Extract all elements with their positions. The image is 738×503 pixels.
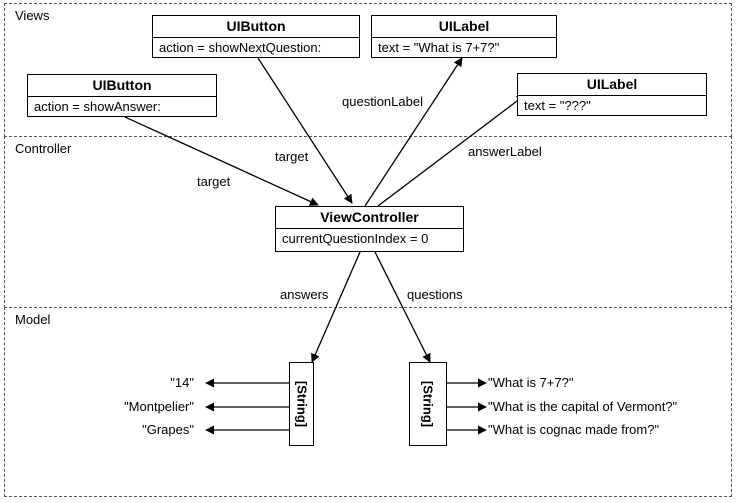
- question-item: "What is 7+7?": [488, 375, 574, 390]
- views-layer-title: Views: [15, 8, 50, 23]
- show-answer-button-box: UIButton action = showAnswer:: [27, 74, 217, 117]
- answers-array-type: [String]: [294, 380, 309, 428]
- answer-label-type: UILabel: [518, 74, 706, 96]
- edge-label-target-answer: target: [197, 174, 231, 189]
- answer-item: "Grapes": [142, 422, 194, 437]
- show-answer-button-action: action = showAnswer:: [34, 99, 161, 114]
- view-controller-index: currentQuestionIndex = 0: [282, 231, 429, 246]
- show-answer-button-type: UIButton: [28, 75, 216, 97]
- edge-answer-label: [377, 94, 526, 207]
- answers-array-box: [String]: [289, 362, 314, 446]
- controller-layer-title: Controller: [15, 141, 72, 156]
- edge-target-answer: [124, 116, 319, 206]
- answer-item: "14": [170, 375, 194, 390]
- edge-label-answer-label: answerLabel: [468, 144, 542, 159]
- question-item: "What is cognac made from?": [488, 422, 660, 437]
- edge-label-target-next: target: [275, 149, 309, 164]
- question-label-box: UILabel text = "What is 7+7?": [371, 15, 557, 58]
- questions-array-box: [String]: [409, 362, 447, 446]
- model-layer: Model: [4, 307, 732, 497]
- edge-label-question-label: questionLabel: [342, 94, 423, 109]
- edge-target-next: [257, 57, 353, 204]
- question-label-text: text = "What is 7+7?": [378, 40, 500, 55]
- model-layer-title: Model: [15, 312, 51, 327]
- questions-array-type: [String]: [420, 380, 436, 428]
- edge-label-questions: questions: [407, 287, 463, 302]
- edge-label-answers: answers: [280, 287, 329, 302]
- answer-label-text: text = "???": [524, 98, 591, 113]
- next-question-button-box: UIButton action = showNextQuestion:: [152, 15, 360, 58]
- question-item: "What is the capital of Vermont?": [488, 399, 678, 414]
- view-controller-box: ViewController currentQuestionIndex = 0: [275, 206, 464, 252]
- edge-questions: [374, 251, 431, 363]
- next-question-button-type: UIButton: [153, 16, 359, 38]
- next-question-button-action: action = showNextQuestion:: [159, 40, 322, 55]
- answer-item: "Montpelier": [124, 399, 194, 414]
- edge-answers: [311, 251, 361, 363]
- edge-question-label: [364, 57, 463, 207]
- view-controller-type: ViewController: [276, 207, 463, 229]
- question-label-type: UILabel: [372, 16, 556, 38]
- answer-label-box: UILabel text = "???": [517, 73, 707, 116]
